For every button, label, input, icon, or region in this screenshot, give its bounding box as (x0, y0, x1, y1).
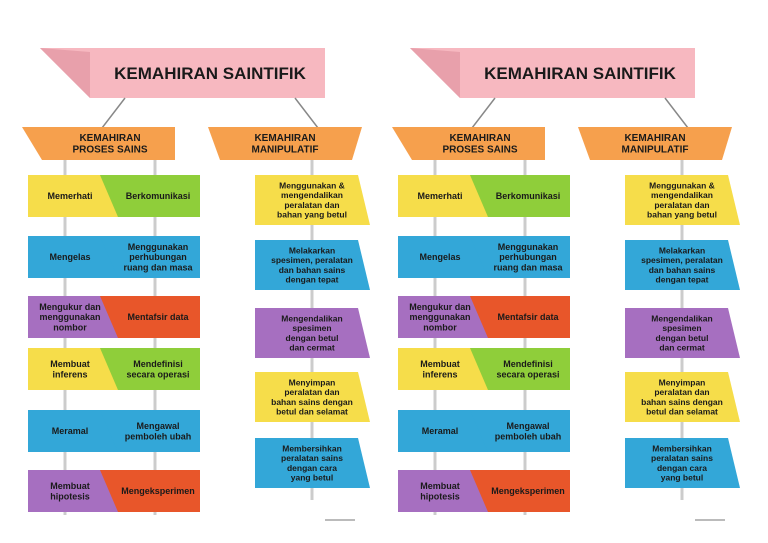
manipulatif-box (255, 308, 370, 358)
proses-left-box (398, 175, 494, 217)
manipulatif-box (625, 308, 740, 358)
proses-right-label: Mentafsir data (127, 312, 189, 322)
title-banner-fold (40, 48, 90, 98)
proses-right-box (100, 236, 200, 278)
proses-right-box (470, 236, 570, 278)
connector-title-proses (101, 97, 126, 129)
title-banner-fold (410, 48, 460, 98)
proses-left-box (28, 348, 124, 390)
connector-title-manipulatif (294, 97, 319, 129)
branch-proses-sains (22, 127, 175, 160)
chart-title: KEMAHIRAN SAINTIFIK (484, 64, 676, 83)
proses-left-box (398, 470, 494, 512)
title-banner (40, 48, 325, 98)
proses-right-label: Berkomunikasi (496, 191, 561, 201)
proses-right-box (470, 175, 570, 217)
proses-left-label: Memerhati (47, 191, 92, 201)
proses-right-box (100, 348, 200, 390)
manipulatif-box (255, 372, 370, 422)
proses-left-box (28, 296, 124, 338)
proses-left-box (398, 296, 494, 338)
manipulatif-box (255, 240, 370, 290)
proses-right-box (470, 470, 570, 512)
manipulatif-box (625, 372, 740, 422)
proses-left-label: Meramal (422, 426, 459, 436)
proses-left-box (398, 236, 494, 278)
proses-left-box (398, 410, 494, 452)
proses-left-box (28, 470, 124, 512)
proses-left-label: Memerhati (417, 191, 462, 201)
chart-title: KEMAHIRAN SAINTIFIK (114, 64, 306, 83)
connector-title-proses (471, 97, 496, 129)
proses-left-box (28, 175, 124, 217)
proses-right-box (470, 296, 570, 338)
proses-right-box (100, 470, 200, 512)
proses-left-box (28, 410, 124, 452)
branch-proses-sains (392, 127, 545, 160)
manipulatif-box (255, 438, 370, 488)
proses-left-label: Mengelas (419, 252, 460, 262)
connector-title-manipulatif (664, 97, 689, 129)
proses-left-label: Mengelas (49, 252, 90, 262)
proses-left-box (28, 236, 124, 278)
proses-right-box (470, 410, 570, 452)
proses-right-label: Mengeksperimen (491, 486, 565, 496)
proses-right-label: Berkomunikasi (126, 191, 191, 201)
proses-right-box (100, 410, 200, 452)
proses-right-label: Mentafsir data (497, 312, 559, 322)
proses-left-box (398, 348, 494, 390)
manipulatif-box (625, 438, 740, 488)
manipulatif-box (255, 175, 370, 225)
proses-right-box (100, 296, 200, 338)
manipulatif-box (625, 175, 740, 225)
proses-right-label: Mengeksperimen (121, 486, 195, 496)
branch-manipulatif (578, 127, 732, 160)
manipulatif-box (625, 240, 740, 290)
proses-left-label: Meramal (52, 426, 89, 436)
proses-right-box (100, 175, 200, 217)
branch-manipulatif (208, 127, 362, 160)
title-banner (410, 48, 695, 98)
proses-right-box (470, 348, 570, 390)
